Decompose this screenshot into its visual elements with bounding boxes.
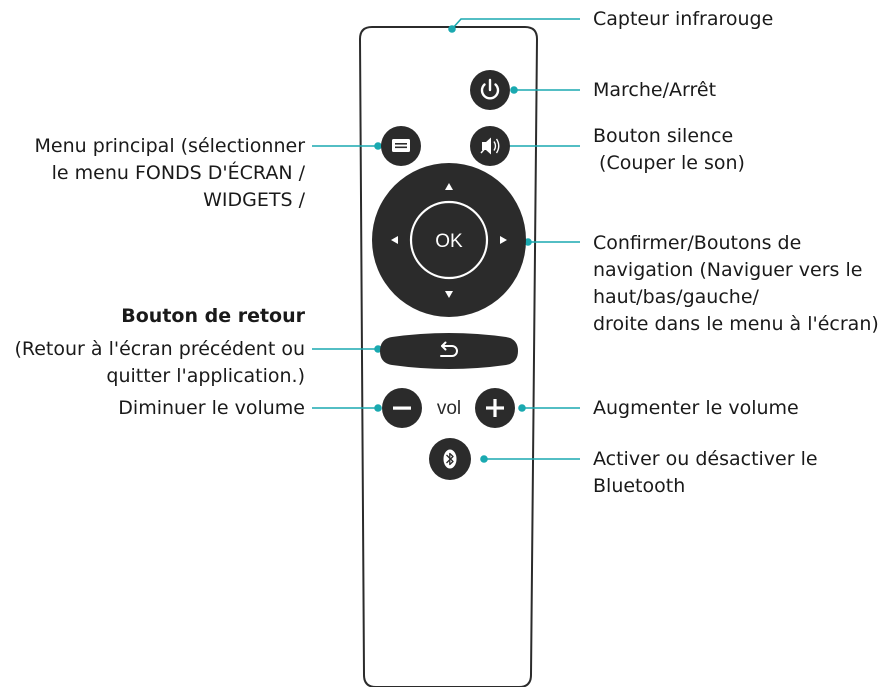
label-back-line2: quitter l'application.)	[106, 365, 305, 387]
callout-lines	[312, 18, 580, 460]
arrow-right-icon[interactable]	[500, 236, 507, 244]
bluetooth-button[interactable]	[429, 438, 471, 480]
label-ir-sensor: Capteur infrarouge	[593, 8, 774, 30]
menu-icon	[392, 139, 410, 152]
label-bluetooth-line2: Bluetooth	[593, 475, 686, 497]
power-icon	[480, 78, 500, 100]
label-power: Marche/Arrêt	[593, 79, 717, 101]
plus-icon	[486, 399, 504, 417]
callout-dots	[374, 25, 532, 463]
arrow-left-icon[interactable]	[391, 236, 398, 244]
back-button[interactable]	[380, 333, 518, 369]
bluetooth-icon	[446, 452, 454, 466]
label-back-title: Bouton de retour	[121, 305, 305, 327]
arrow-down-icon[interactable]	[445, 291, 453, 298]
vol-label: vol	[437, 398, 461, 419]
label-volume-up: Augmenter le volume	[593, 397, 799, 419]
mute-button[interactable]	[470, 126, 510, 166]
volume-down-button[interactable]	[382, 388, 422, 428]
back-arrow-icon	[440, 341, 458, 357]
label-nav-line1: Confirmer/Boutons de	[593, 232, 802, 254]
label-back-line1: (Retour à l'écran précédent ou	[14, 338, 305, 360]
label-nav-line2: navigation (Naviguer vers le	[593, 259, 863, 281]
label-menu-line3: WIDGETS /	[203, 189, 305, 211]
label-bluetooth-line1: Activer ou désactiver le	[593, 448, 818, 470]
power-button[interactable]	[470, 70, 510, 110]
label-mute-line2: (Couper le son)	[593, 152, 745, 174]
arrow-up-icon[interactable]	[445, 183, 453, 190]
label-nav-line4: droite dans le menu à l'écran)	[593, 313, 879, 335]
menu-button[interactable]	[381, 126, 421, 166]
minus-icon	[393, 406, 411, 410]
ok-label: OK	[435, 231, 463, 252]
label-menu-line1: Menu principal (sélectionner	[34, 135, 306, 157]
ok-button[interactable]: OK	[409, 200, 489, 280]
label-mute-line1: Bouton silence	[593, 125, 734, 147]
label-nav-line3: haut/bas/gauche/	[593, 286, 759, 308]
mute-icon	[480, 137, 500, 155]
volume-up-button[interactable]	[475, 388, 515, 428]
label-menu-line2: le menu FONDS D'ÉCRAN /	[51, 162, 305, 184]
label-volume-down: Diminuer le volume	[118, 397, 305, 419]
